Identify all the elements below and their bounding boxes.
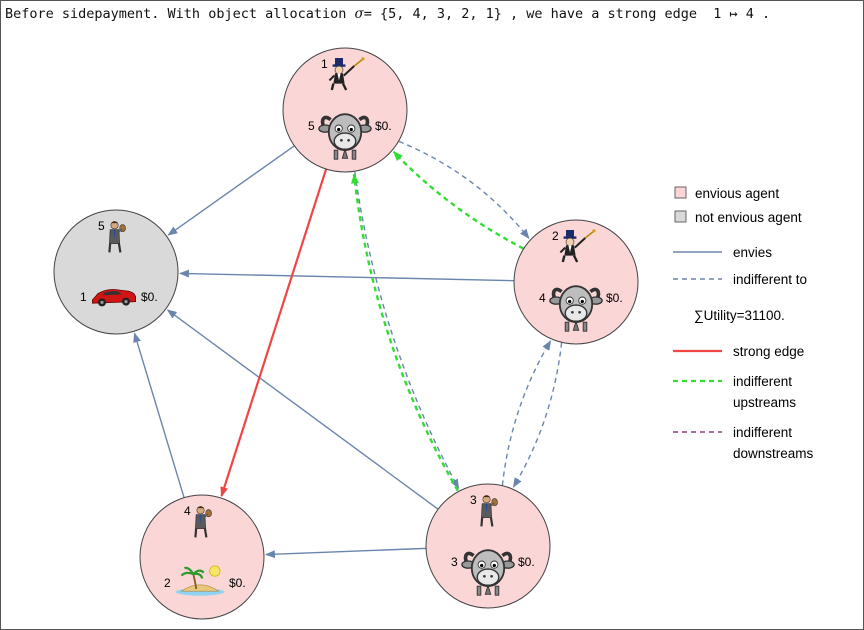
edge-indifferent-upstreams-n3-n1 — [351, 173, 459, 492]
edge-indifferent-to-n1-n3 — [354, 171, 460, 490]
object-number-label: 5 — [308, 119, 315, 133]
edge-strong-edge-n1-n4 — [220, 168, 328, 497]
edge-indifferent-upstreams-n2-n1 — [392, 151, 525, 250]
edge-indifferent-to-n3-n2 — [501, 340, 552, 486]
agent-number-label: 5 — [98, 219, 105, 233]
nodes-layer: 1 5 $0. 2 4 $0. 3 3 $0. 4 2 $0. 5 1 $0. — [53, 47, 639, 620]
legend-downstreams-label-1: indifferent — [733, 425, 792, 440]
agent-number-label: 2 — [552, 229, 559, 243]
agent-node-circle — [139, 494, 265, 620]
agent-node-4[interactable]: 4 2 $0. — [139, 494, 265, 620]
agent-node-circle — [53, 209, 179, 335]
legend-upstreams-label-2: upstreams — [733, 395, 796, 410]
caption-sigma: σ — [354, 6, 364, 22]
agent-node-circle — [282, 47, 408, 173]
legend-not-envious-label: not envious agent — [695, 210, 802, 225]
legend-downstreams-label-2: downstreams — [733, 446, 814, 461]
legend-envious-label: envious agent — [695, 186, 779, 201]
agent-node-circle — [425, 483, 551, 609]
object-number-label: 1 — [80, 290, 87, 304]
agent-node-5[interactable]: 5 1 $0. — [53, 209, 179, 335]
money-label: $0. — [606, 291, 623, 305]
object-number-label: 3 — [451, 555, 458, 569]
agent-node-1[interactable]: 1 5 $0. — [282, 47, 408, 173]
money-label: $0. — [141, 290, 158, 304]
agent-number-label: 4 — [184, 504, 191, 518]
edge-envies-n3-n5 — [166, 309, 439, 510]
agent-node-circle — [513, 219, 639, 345]
caption-prefix: Before sidepayment. With object allocati… — [5, 6, 355, 22]
money-label: $0. — [375, 119, 392, 133]
caption-rest: = {5, 4, 3, 2, 1} , we have a strong edg… — [363, 6, 771, 22]
agent-node-3[interactable]: 3 3 $0. — [425, 483, 551, 609]
agent-number-label: 1 — [321, 57, 328, 71]
agent-number-label: 3 — [470, 493, 477, 507]
legend: envious agent not envious agent envies i… — [673, 186, 814, 461]
legend-utility: ∑Utility=31100. — [694, 308, 785, 323]
edges-layer — [133, 140, 563, 559]
money-label: $0. — [229, 576, 246, 590]
legend-indifferent-to-label: indifferent to — [733, 272, 807, 287]
legend-upstreams-label-1: indifferent — [733, 374, 792, 389]
edge-envies-n2-n5 — [178, 269, 515, 282]
edge-envies-n1-n5 — [167, 145, 295, 236]
legend-envious-swatch — [674, 186, 687, 199]
legend-not-envious-swatch — [674, 210, 687, 223]
edge-indifferent-to-n2-n3 — [512, 342, 563, 488]
figure-caption: Before sidepayment. With object allocati… — [5, 6, 770, 22]
agent-node-2[interactable]: 2 4 $0. — [513, 219, 639, 345]
edge-envies-n4-n5 — [133, 332, 185, 498]
legend-envies-label: envies — [733, 245, 772, 260]
edge-indifferent-to-n1-n2 — [398, 140, 530, 239]
legend-strong-edge-label: strong edge — [733, 344, 804, 359]
edge-envies-n3-n4 — [264, 547, 427, 559]
money-label: $0. — [518, 555, 535, 569]
object-number-label: 4 — [539, 291, 546, 305]
object-number-label: 2 — [164, 576, 171, 590]
